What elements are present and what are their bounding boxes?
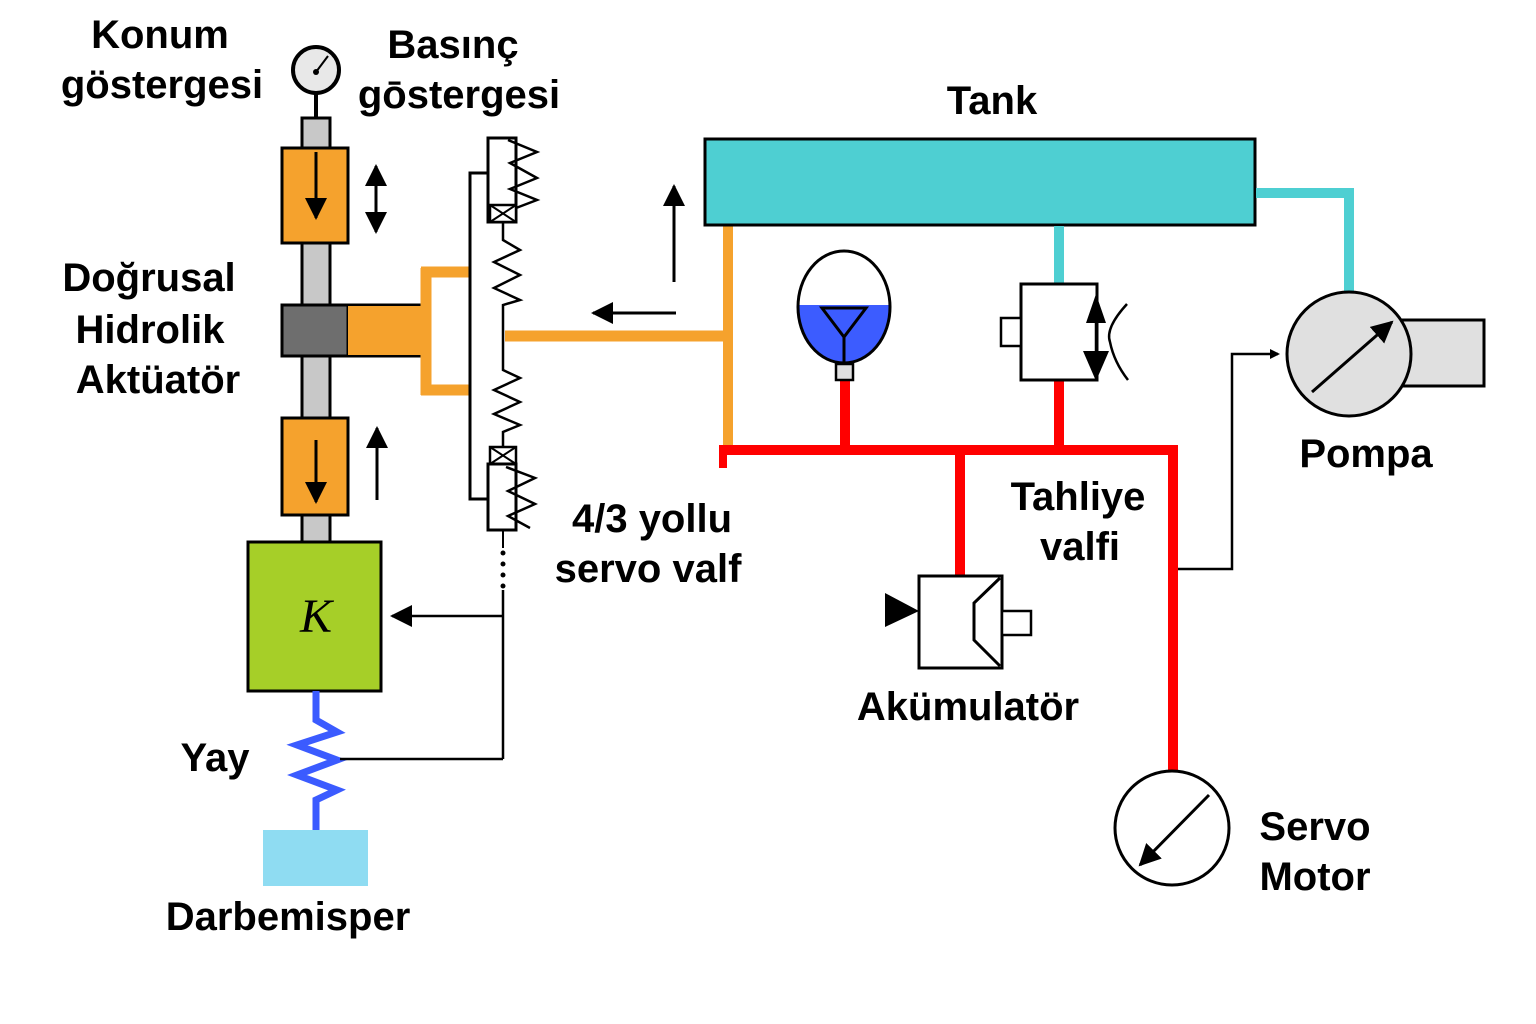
label-pump: Pompa — [1299, 432, 1433, 476]
label-servo-motor-1: Servo — [1259, 805, 1370, 849]
label-tank: Tank — [947, 79, 1038, 123]
label-servo-valve-1: 4/3 yollu — [572, 497, 732, 541]
servo-valve-4-3 — [340, 136, 541, 761]
label-pressure-gauge-1: Basınç — [387, 23, 518, 67]
actuator-rod-top — [300, 116, 332, 150]
label-accumulator: Akümulatör — [857, 685, 1079, 729]
label-actuator-2: Hidrolik — [76, 308, 226, 352]
label-relief-valve-1: Tahliye — [1011, 475, 1146, 519]
servo-motor-icon — [1113, 769, 1231, 887]
label-actuator-1: Doğrusal — [62, 256, 235, 300]
label-damper: Darbemisper — [166, 895, 411, 939]
label-servo-motor-2: Motor — [1259, 855, 1370, 899]
label-relief-valve-2: valfi — [1040, 525, 1120, 569]
accumulator-icon — [796, 249, 892, 382]
damper-block — [263, 830, 368, 886]
label-pressure-gauge-2: gōstergesi — [358, 73, 560, 117]
label-position-gauge-1: Konum — [91, 13, 229, 57]
labels: Konum göstergesi Basınç gōstergesi Tank … — [61, 13, 1434, 939]
label-spring: Yay — [181, 736, 251, 780]
piston — [280, 303, 350, 358]
tank — [703, 137, 1257, 227]
label-actuator-3: Aktüatör — [76, 358, 240, 402]
controller-label: K — [299, 590, 335, 643]
label-servo-valve-2: servo valf — [555, 547, 742, 591]
position-gauge — [291, 45, 341, 118]
spring-icon — [286, 691, 347, 830]
linear-hydraulic-actuator — [280, 116, 469, 544]
actuator-rod-mid-lower — [300, 354, 332, 420]
hydraulic-element-icon — [885, 574, 1033, 670]
actuator-rod-bottom — [300, 513, 332, 544]
variable-pump-icon — [1285, 290, 1486, 418]
relief-valve-icon — [999, 282, 1129, 382]
actuator-rod-mid-upper — [300, 241, 332, 307]
pressure-lines — [719, 380, 1178, 770]
controller-block: K — [246, 540, 383, 693]
label-position-gauge-2: göstergesi — [61, 63, 263, 107]
